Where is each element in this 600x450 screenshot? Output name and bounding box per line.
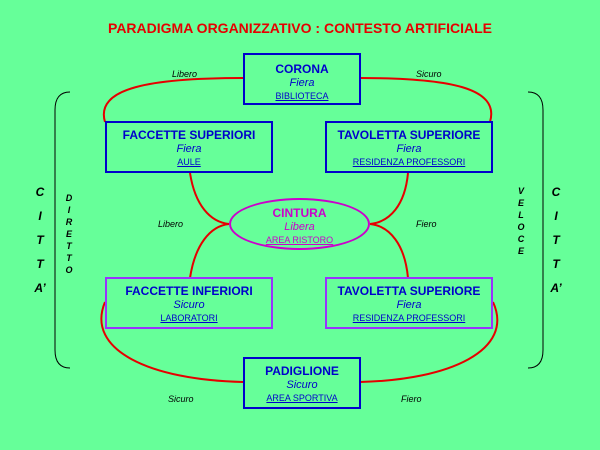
node-attribute: Sicuro [286,379,318,391]
node-name: CINTURA [272,206,327,220]
node-place-link[interactable]: LABORATORI [160,313,218,323]
node-place-link[interactable]: RESIDENZA PROFESSORI [352,313,466,323]
node-place-link[interactable]: RESIDENZA PROFESSORI [352,157,466,167]
edge-label-bottom-left: Sicuro [168,394,194,404]
node-place-link[interactable]: AREA SPORTIVA [266,393,338,403]
node-attribute: Sicuro [173,299,205,311]
node-place-link[interactable]: BIBLIOTECA [275,91,329,101]
node-padiglione[interactable]: PADIGLIONE Sicuro AREA SPORTIVA [243,357,361,409]
connector-corona-tavoletta-top [359,77,493,123]
node-faccette-inferiori[interactable]: FACCETTE INFERIORI Sicuro LABORATORI [105,277,273,329]
edge-label-top-right: Sicuro [416,69,442,79]
left-bracket [54,91,71,369]
connector-cintura-tavoletta-bottom [369,223,409,279]
node-place-link[interactable]: AREA RISTORO [265,235,334,245]
node-tavoletta-superiore-bottom[interactable]: TAVOLETTA SUPERIORE Fiera RESIDENZA PROF… [325,277,493,329]
connector-tavoletta-top-cintura [369,172,409,225]
node-name: PADIGLIONE [265,364,339,378]
node-name: FACCETTE SUPERIORI [122,128,256,142]
connector-corona-faccette-superiori [102,77,244,123]
side-text-diretto: D I R E T T O [65,193,73,275]
page-title: PARADIGMA ORGANIZZATIVO : CONTESTO ARTIF… [108,20,492,36]
side-text-left-citta: C I T T A’ [34,185,46,295]
node-name: FACCETTE INFERIORI [125,284,253,298]
node-name: TAVOLETTA SUPERIORE [337,284,481,298]
node-name: CORONA [275,62,329,76]
connector-faccette-superiori-cintura [189,172,230,225]
connector-cintura-faccette-inferiori [189,223,230,279]
edge-label-bottom-right: Fiero [401,394,422,404]
right-bracket [527,91,544,369]
edge-label-mid-left: Libero [158,219,184,229]
connector-faccette-inferiori-padiglione [100,301,244,383]
node-place-link[interactable]: AULE [177,157,201,167]
node-attribute: Fiera [396,299,422,311]
side-text-right-citta: C I T T A’ [550,185,562,295]
node-attribute: Fiera [396,143,422,155]
node-attribute: Fiera [289,77,315,89]
node-tavoletta-superiore-top[interactable]: TAVOLETTA SUPERIORE Fiera RESIDENZA PROF… [325,121,493,173]
node-name: TAVOLETTA SUPERIORE [337,128,481,142]
side-text-veloce: V E L O C E [517,186,525,256]
connector-tavoletta-bottom-padiglione [359,301,499,383]
node-faccette-superiori[interactable]: FACCETTE SUPERIORI Fiera AULE [105,121,273,173]
node-attribute: Libera [284,221,315,233]
edge-label-mid-right: Fiero [416,219,437,229]
node-cintura[interactable]: CINTURA Libera AREA RISTORO [229,198,370,250]
node-attribute: Fiera [176,143,202,155]
edge-label-top-left: Libero [172,69,198,79]
node-corona[interactable]: CORONA Fiera BIBLIOTECA [243,53,361,105]
